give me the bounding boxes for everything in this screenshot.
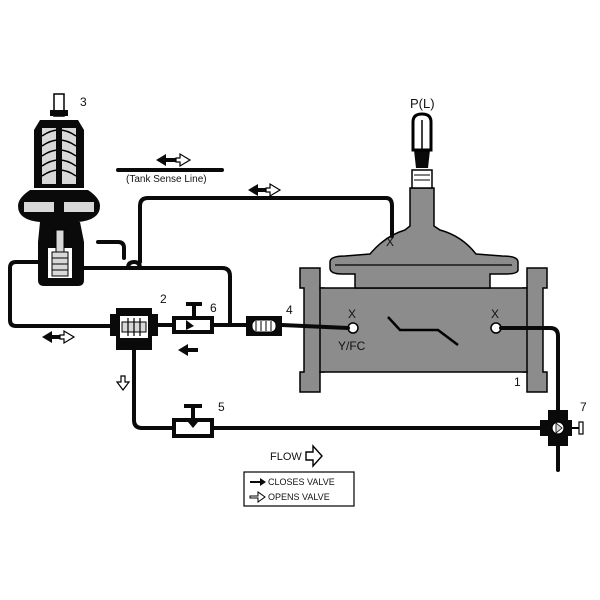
label-flow: FLOW (270, 451, 302, 463)
opens-legend-arrow (249, 491, 266, 503)
label-item-3: 3 (80, 95, 87, 109)
closes-legend-arrow (250, 478, 266, 486)
label-port-x-left: X (348, 307, 356, 321)
main-valve-body (299, 112, 548, 393)
double-arrow-upper-line (248, 182, 282, 198)
strainer-4 (246, 316, 282, 336)
needle-valve-6 (172, 302, 214, 334)
pilot-valve-3 (18, 93, 100, 286)
label-port-x-right: X (491, 307, 499, 321)
isolation-valve-5 (172, 404, 214, 438)
label-tank-sense-line: (Tank Sense Line) (126, 174, 207, 185)
piping (8, 168, 560, 472)
label-port-x-top: X (386, 235, 394, 249)
closes-arrow-6 (178, 344, 198, 356)
label-pl: P(L) (410, 96, 435, 111)
legend: CLOSES VALVE OPENS VALVE (243, 471, 355, 507)
valve-2 (110, 308, 158, 350)
label-item-1: 1 (514, 375, 521, 389)
legend-opens-text: OPENS VALVE (268, 492, 330, 502)
label-item-2: 2 (160, 292, 167, 306)
double-arrow-tank-sense (156, 152, 192, 168)
flow-arrow (305, 444, 323, 468)
label-port-yfc: Y/FC (338, 339, 366, 353)
opens-arrow-down (115, 375, 131, 391)
label-item-6: 6 (210, 301, 217, 315)
label-item-5: 5 (218, 400, 225, 414)
label-item-7: 7 (580, 400, 587, 414)
double-arrow-lower-left (42, 329, 76, 345)
label-item-4: 4 (286, 303, 293, 317)
three-way-valve-7 (540, 410, 584, 446)
legend-closes-text: CLOSES VALVE (268, 477, 335, 487)
